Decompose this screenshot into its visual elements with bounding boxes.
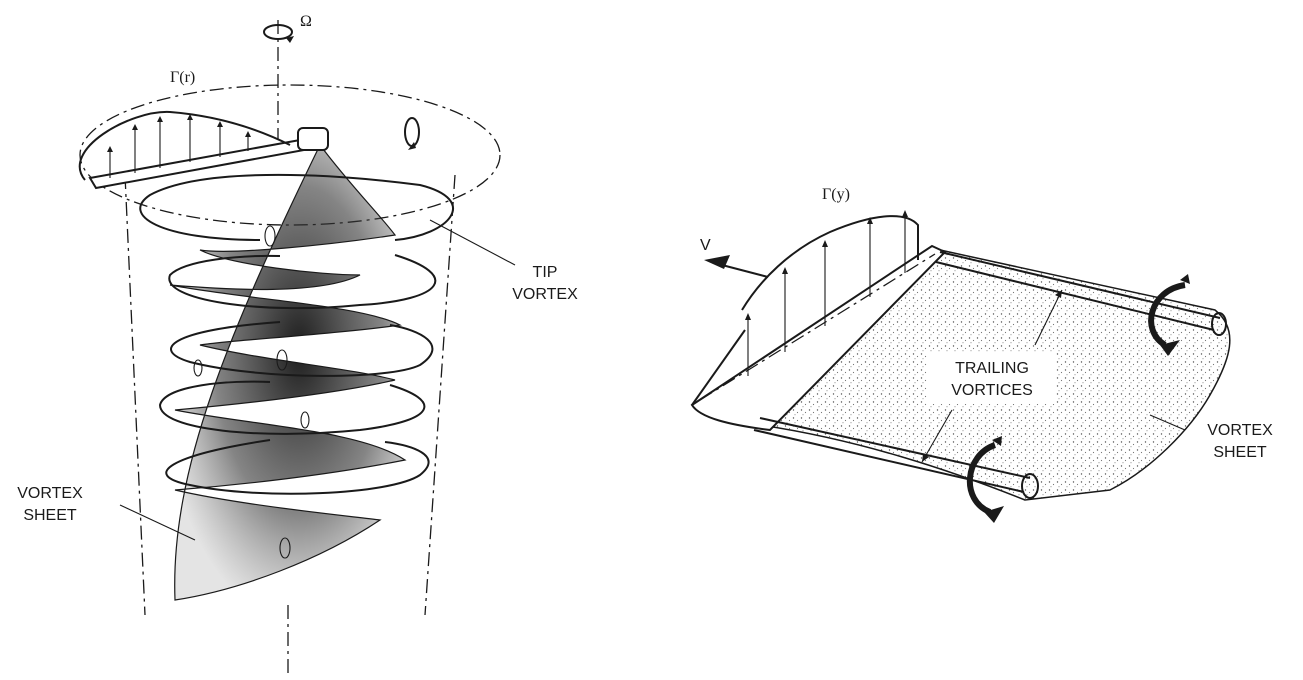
tip-rotation-arrow-icon	[404, 117, 420, 150]
ring-arrow-icons	[193, 225, 310, 559]
rotor-disk-outline	[79, 84, 501, 226]
tip-vortex-tube-far	[935, 251, 1227, 336]
wake-boundary-right	[424, 174, 456, 616]
tip-vortex-label-line1: TIP	[533, 264, 558, 281]
tip-vortex-tube-near	[753, 417, 1039, 499]
velocity-arrow-icon	[704, 255, 769, 278]
rotor-wake-drawing: Ω Γ(r) TIP VORTEX VORTEX SHEET	[17, 13, 578, 675]
tip-vortex-helix	[139, 173, 454, 495]
circulation-distribution-curve	[741, 215, 919, 311]
rotor-blade	[78, 110, 329, 190]
tip-vortex-leader	[429, 219, 516, 266]
tip-vortex-label-line2: VORTEX	[512, 286, 578, 303]
rotor-vortex-sheet-label-line2: SHEET	[23, 507, 77, 524]
wing-wake-drawing: Γ(y) V TRAILING VORTICES VORTEX SHEET	[690, 186, 1273, 523]
trailing-vortices-label-line1: TRAILING	[955, 360, 1029, 377]
rotor-vortex-sheet-label-line1: VORTEX	[17, 485, 83, 502]
far-vortex-rotation-icon	[1148, 274, 1190, 356]
helical-vortex-sheet	[169, 143, 407, 601]
wing-vortex-sheet-label-line2: SHEET	[1213, 444, 1267, 461]
circulation-edge	[691, 329, 746, 406]
circulation-r-label: Γ(r)	[170, 69, 195, 86]
circulation-arrows	[745, 210, 908, 376]
omega-label: Ω	[300, 13, 312, 30]
wake-boundary-left	[124, 174, 146, 616]
trailing-vortices-span-arrows	[921, 289, 1063, 463]
trailing-vortices-label-bg	[928, 352, 1056, 404]
circulation-y-label: Γ(y)	[822, 186, 850, 203]
velocity-label: V	[700, 237, 711, 254]
rotation-arrow-icon	[263, 24, 294, 43]
vortex-sheet-leader	[119, 504, 196, 541]
trailing-vortices-label-line2: VORTICES	[951, 382, 1033, 399]
wing-vortex-sheet-label-line1: VORTEX	[1207, 422, 1273, 439]
wing-bound-vortex	[699, 253, 936, 401]
wing-vortex-sheet-leader	[1149, 414, 1186, 431]
near-vortex-rotation-icon	[966, 436, 1004, 523]
wing-planform	[690, 244, 947, 432]
